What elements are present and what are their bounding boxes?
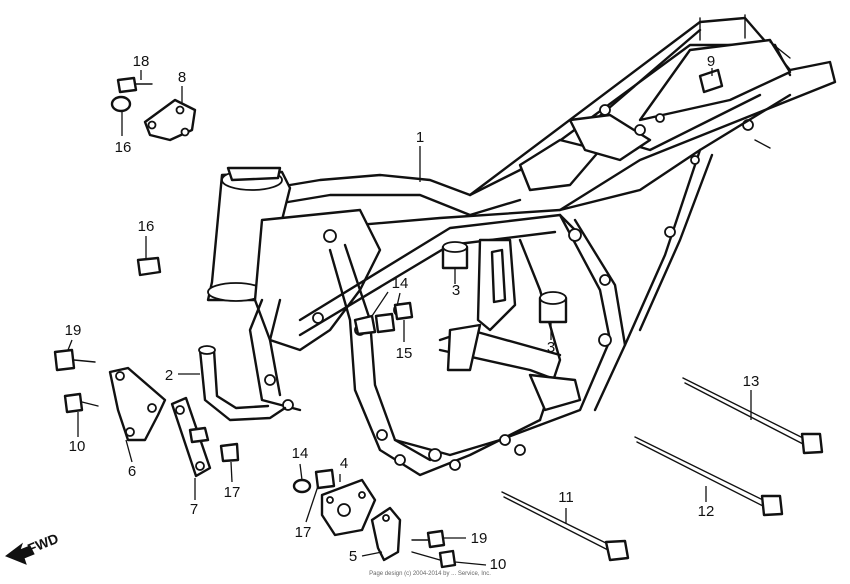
callout-7: 7 xyxy=(190,501,198,518)
callout-4: 4 xyxy=(340,455,348,472)
callout-3b: 3 xyxy=(547,339,555,356)
bolt-19-left xyxy=(53,348,96,372)
flange-nut-18-washer-16-top xyxy=(110,76,153,113)
callout-19b: 19 xyxy=(471,530,488,547)
bolt-10-left xyxy=(63,392,99,414)
callout-12: 12 xyxy=(698,503,715,520)
callout-14a: 14 xyxy=(392,275,409,292)
callout-1: 1 xyxy=(416,129,424,146)
callout-10b: 10 xyxy=(490,556,507,573)
callout-16a: 16 xyxy=(115,139,132,156)
nut-16-mid xyxy=(136,256,162,277)
through-bolt-11 xyxy=(501,491,630,562)
callout-3a: 3 xyxy=(452,282,460,299)
callout-15: 15 xyxy=(396,345,413,362)
through-bolt-12 xyxy=(634,436,784,517)
bolt-10-bottom xyxy=(411,549,457,569)
callout-13: 13 xyxy=(743,373,760,390)
callout-16b: 16 xyxy=(138,218,155,235)
callout-5: 5 xyxy=(349,548,357,565)
copyright-footer: Page design (c) 2004-2014 by ... Service… xyxy=(369,571,491,577)
callout-19a: 19 xyxy=(65,322,82,339)
callout-8: 8 xyxy=(178,69,186,86)
callout-6: 6 xyxy=(128,463,136,480)
engine-hanger-plate xyxy=(108,366,167,442)
engine-link xyxy=(170,396,212,478)
callout-14b: 14 xyxy=(292,445,309,462)
callout-9: 9 xyxy=(707,53,715,70)
bolts-14-15 xyxy=(353,301,414,336)
through-bolt-13 xyxy=(682,377,824,455)
engine-mount-plate xyxy=(320,478,377,537)
nut-17-left xyxy=(219,442,240,463)
forward-arrow-icon xyxy=(4,542,35,565)
upper-bracket xyxy=(143,98,197,142)
callout-10a: 10 xyxy=(69,438,86,455)
callout-17b: 17 xyxy=(295,524,312,541)
callout-18: 18 xyxy=(133,53,150,70)
bolt-19-bottom xyxy=(411,529,446,549)
spacer-collar-right xyxy=(538,291,568,324)
forward-direction-indicator: FWD xyxy=(4,530,61,565)
frame-pipe xyxy=(198,345,287,422)
spacer-collar-left xyxy=(441,241,469,270)
callout-labels: 1 2 3 3 4 5 6 7 8 9 10 10 11 12 13 14 14… xyxy=(65,53,760,573)
callout-2: 2 xyxy=(165,367,173,384)
fwd-label: FWD xyxy=(25,530,61,557)
washer-14-nut-17 xyxy=(292,468,336,494)
leader-lines xyxy=(67,68,752,566)
main-frame xyxy=(206,14,837,477)
callout-17a: 17 xyxy=(224,484,241,501)
callout-11: 11 xyxy=(558,489,574,506)
small-bracket xyxy=(370,506,402,562)
